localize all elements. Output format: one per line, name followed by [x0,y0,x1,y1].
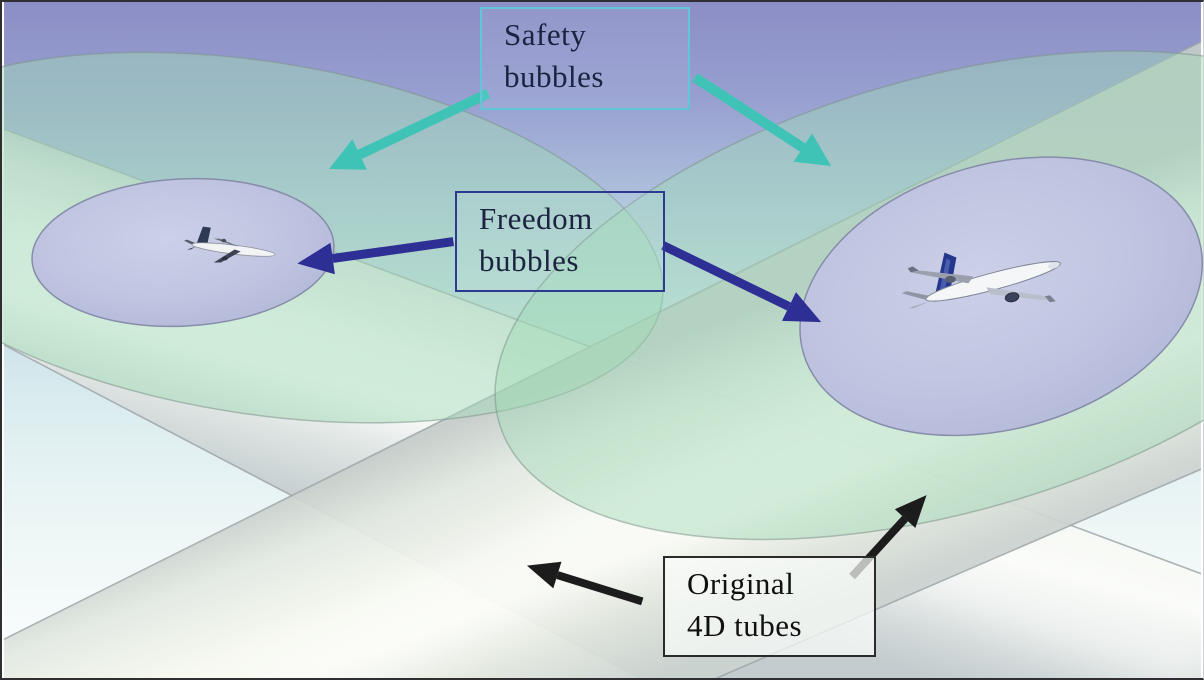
safety-arrow-left [329,88,491,170]
freedom-bubbles-label: Freedom bubbles [455,191,665,292]
tubes-arrow-left [526,561,644,606]
aircraft-icon [901,252,1061,309]
freedom-bubble-right [799,156,1203,437]
freedom-arrow-left [297,237,455,275]
safety-arrow-right [692,73,832,167]
safety-bubbles-label: Safety bubbles [480,7,690,110]
safety-bubbles-label-line1: Safety [504,17,587,52]
original-4d-tubes-label-line1: Original [687,566,795,601]
original-4d-tubes-label-line2: 4D tubes [687,608,803,643]
aircraft-icon [183,226,276,263]
freedom-bubbles-label-line1: Freedom [479,201,593,236]
freedom-arrow-right [661,241,822,323]
safety-bubbles-label-line2: bubbles [504,59,604,94]
freedom-bubble-left [31,177,335,328]
original-4d-tubes-label: Original 4D tubes [663,556,876,657]
freedom-bubbles-label-line2: bubbles [479,243,579,278]
